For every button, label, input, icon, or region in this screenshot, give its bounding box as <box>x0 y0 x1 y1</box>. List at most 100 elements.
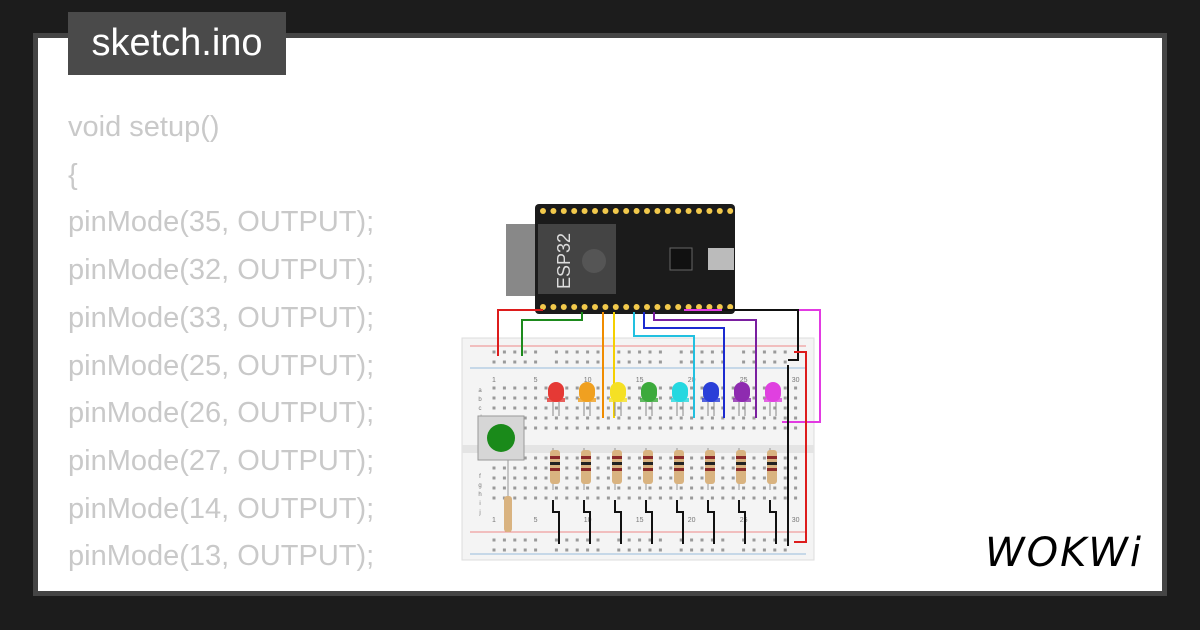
breadboard-hole <box>554 416 558 420</box>
breadboard-hole <box>523 406 527 410</box>
breadboard-hole <box>586 538 590 542</box>
breadboard-hole <box>523 426 527 430</box>
breadboard-hole <box>710 548 714 552</box>
breadboard-hole <box>627 360 631 364</box>
breadboard-hole <box>544 456 548 460</box>
breadboard-hole <box>627 466 631 470</box>
breadboard-hole <box>565 486 569 490</box>
breadboard-center-gap <box>462 445 814 453</box>
breadboard-hole <box>742 548 746 552</box>
breadboard-hole <box>700 456 704 460</box>
breadboard-hole <box>690 386 694 390</box>
breadboard-hole <box>731 406 735 410</box>
resistor-band <box>643 456 653 459</box>
breadboard-hole <box>762 466 766 470</box>
breadboard-hole <box>617 426 621 430</box>
resistor-band <box>550 462 560 465</box>
breadboard-hole <box>690 396 694 400</box>
breadboard-hole <box>513 496 517 500</box>
breadboard-hole <box>669 486 673 490</box>
breadboard-hole <box>492 496 496 500</box>
breadboard-column-number: 1 <box>492 377 496 384</box>
breadboard-hole <box>658 486 662 490</box>
breadboard-hole <box>606 456 610 460</box>
wire <box>521 312 583 356</box>
breadboard-column-number: 30 <box>792 517 800 524</box>
breadboard-hole <box>721 496 725 500</box>
breadboard-hole <box>710 486 714 490</box>
breadboard-hole <box>523 396 527 400</box>
breadboard-column-number: 15 <box>636 517 644 524</box>
breadboard-hole <box>596 426 600 430</box>
breadboard-hole <box>773 548 777 552</box>
wire <box>583 500 591 544</box>
logo-text: WOKWi <box>985 530 1143 576</box>
breadboard-hole <box>565 496 569 500</box>
breadboard-hole <box>523 496 527 500</box>
breadboard-row-letter: a <box>478 388 482 394</box>
breadboard-hole <box>523 350 527 354</box>
breadboard-hole <box>544 496 548 500</box>
breadboard-hole <box>669 416 673 420</box>
breadboard-hole <box>752 538 756 542</box>
breadboard-hole <box>731 476 735 480</box>
breadboard-hole <box>586 350 590 354</box>
breadboard-hole <box>554 548 558 552</box>
led-base <box>764 398 782 402</box>
led <box>672 382 688 402</box>
wire <box>633 312 695 418</box>
breadboard-row-letter: h <box>478 492 481 498</box>
breadboard-hole <box>617 406 621 410</box>
breadboard-hole <box>554 486 558 490</box>
breadboard-hole <box>492 538 496 542</box>
breadboard-row-letter: g <box>478 483 481 489</box>
breadboard-hole <box>565 456 569 460</box>
breadboard-hole <box>731 466 735 470</box>
resistor-band <box>550 468 560 471</box>
breadboard-hole <box>606 496 610 500</box>
resistor-band <box>705 462 715 465</box>
breadboard-hole <box>554 350 558 354</box>
breadboard-hole <box>679 360 683 364</box>
breadboard-hole <box>565 396 569 400</box>
header-pin <box>644 304 650 310</box>
breadboard-hole <box>523 486 527 490</box>
breadboard-hole <box>544 426 548 430</box>
breadboard-hole <box>534 386 538 390</box>
breadboard-hole <box>596 396 600 400</box>
breadboard-hole <box>762 350 766 354</box>
breadboard-hole <box>492 360 496 364</box>
breadboard-hole <box>710 360 714 364</box>
breadboard-hole <box>534 548 538 552</box>
breadboard-hole <box>762 426 766 430</box>
breadboard-hole <box>700 350 704 354</box>
filename-tab[interactable]: sketch.ino <box>68 12 286 75</box>
resistor-band <box>643 468 653 471</box>
wire <box>794 351 807 543</box>
breadboard-hole <box>773 538 777 542</box>
breadboard-hole <box>502 486 506 490</box>
breadboard-hole <box>710 538 714 542</box>
breadboard-hole <box>648 406 652 410</box>
breadboard-hole <box>638 456 642 460</box>
breadboard-hole <box>710 350 714 354</box>
resistor-band <box>643 462 653 465</box>
breadboard-hole <box>794 496 798 500</box>
breadboard-hole <box>710 406 714 410</box>
resistor-band <box>674 468 684 471</box>
usb-chip <box>669 247 693 271</box>
header-pin <box>644 208 650 214</box>
breadboard-hole <box>700 486 704 490</box>
wire <box>645 500 653 544</box>
breadboard-hole <box>648 350 652 354</box>
breadboard-hole <box>721 416 725 420</box>
breadboard-hole <box>627 426 631 430</box>
breadboard-hole <box>773 426 777 430</box>
header-pin <box>623 304 630 310</box>
breadboard-hole <box>783 416 787 420</box>
breadboard-hole <box>586 426 590 430</box>
breadboard-hole <box>752 406 756 410</box>
breadboard-hole <box>534 486 538 490</box>
breadboard-hole <box>544 416 548 420</box>
resistor-band <box>705 456 715 459</box>
